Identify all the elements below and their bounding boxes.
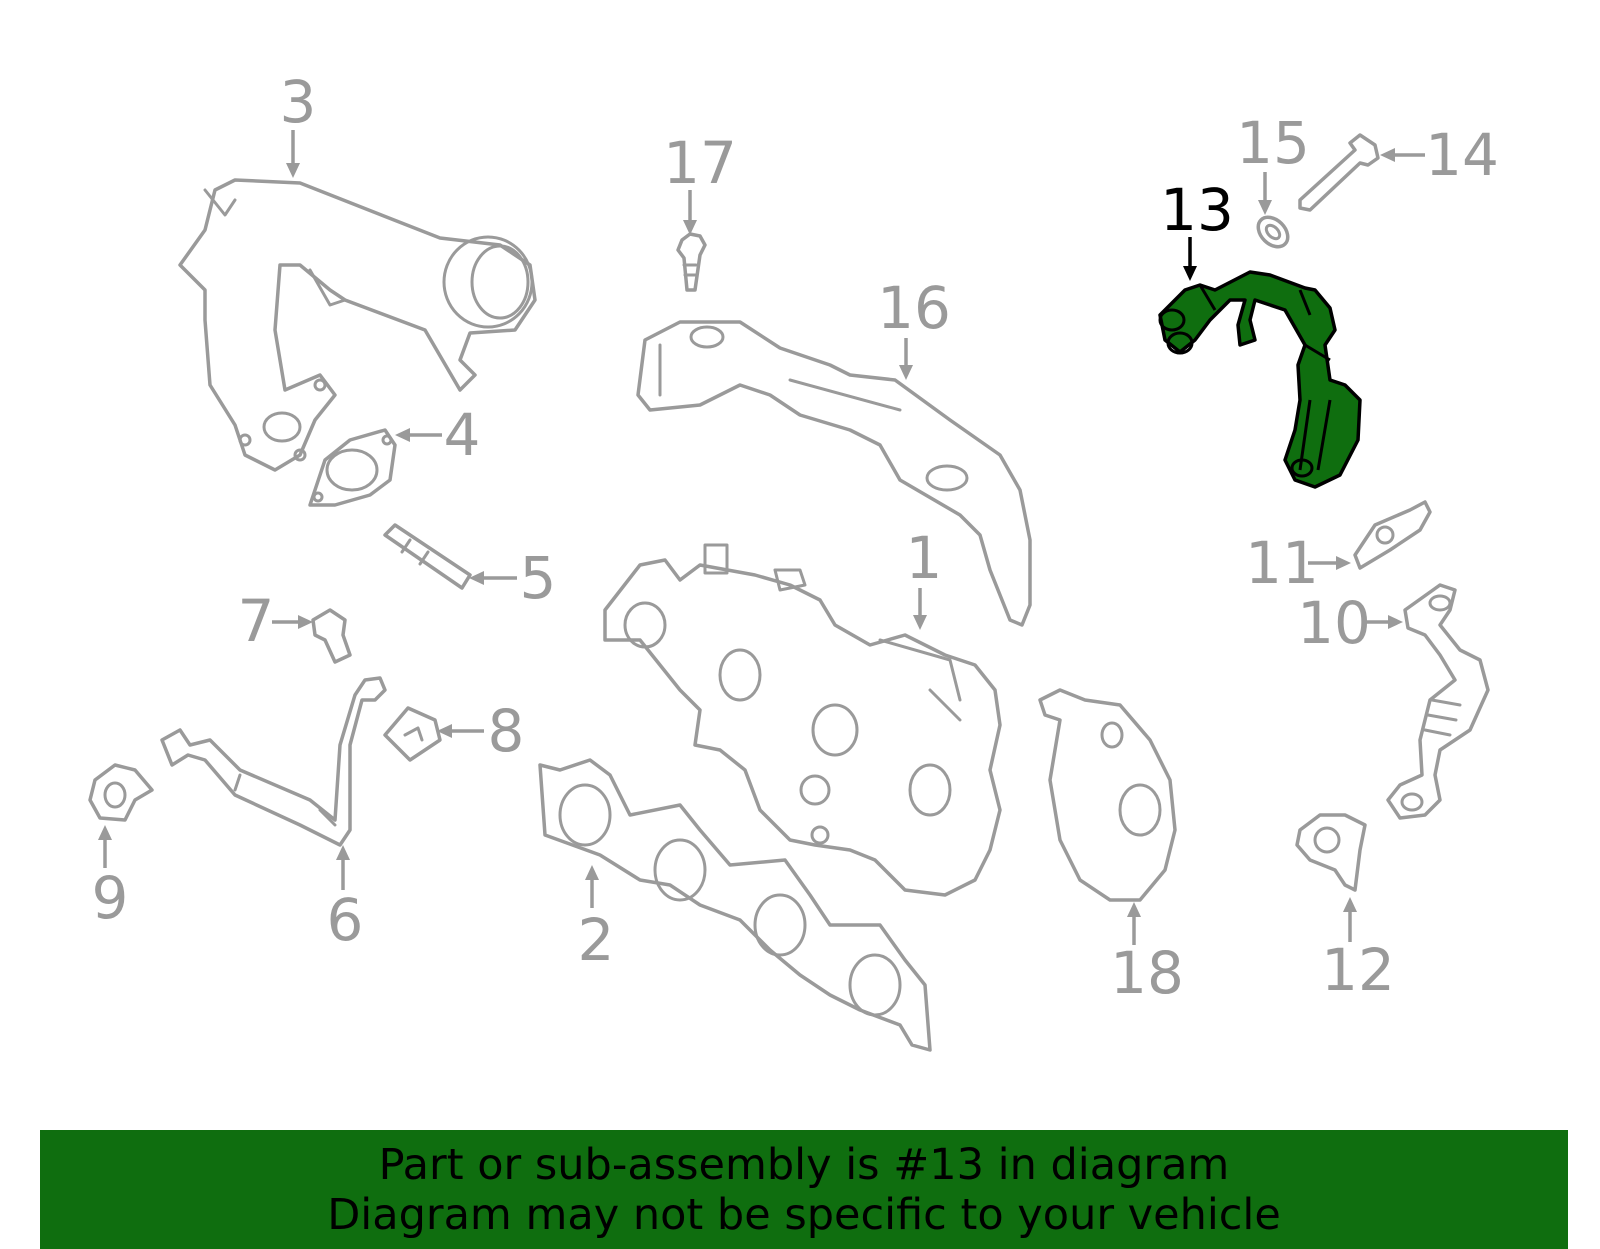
callout-10: 10 (1297, 589, 1371, 657)
callout-6: 6 (327, 886, 364, 954)
callout-1: 1 (906, 524, 943, 592)
callout-2: 2 (578, 906, 615, 974)
info-banner: Part or sub-assembly is #13 in diagram D… (40, 1130, 1568, 1249)
part-3-intake-pipe[interactable] (178, 178, 537, 472)
callout-4: 4 (444, 401, 481, 469)
callout-13-highlighted: 13 (1160, 176, 1234, 244)
part-18-heat-shield[interactable] (1038, 688, 1177, 902)
part-15-washer[interactable] (1252, 211, 1293, 252)
callout-18: 18 (1110, 939, 1184, 1007)
callout-16: 16 (877, 274, 951, 342)
part-12-gasket[interactable] (1295, 813, 1367, 892)
banner-line-2: Diagram may not be specific to your vehi… (327, 1190, 1281, 1240)
callout-15: 15 (1236, 109, 1310, 177)
callout-12: 12 (1321, 936, 1395, 1004)
part-5-stud[interactable] (383, 523, 472, 590)
banner-line-1: Part or sub-assembly is #13 in diagram (378, 1140, 1230, 1190)
part-2-manifold-gasket[interactable] (538, 758, 932, 1052)
part-9-bracket[interactable] (88, 763, 154, 822)
part-10-oil-pipe[interactable] (1386, 583, 1490, 820)
callout-17: 17 (663, 129, 737, 197)
part-14-bolt[interactable] (1298, 133, 1380, 212)
part-17-bolt[interactable] (676, 232, 707, 292)
part-8-clip[interactable] (383, 706, 442, 762)
callout-5: 5 (520, 544, 557, 612)
part-4-gasket[interactable] (308, 428, 397, 507)
part-11-gasket[interactable] (1353, 500, 1432, 570)
part-13-coolant-pipe-highlighted[interactable] (1158, 270, 1362, 489)
callout-arrows (98, 130, 1425, 945)
callout-9: 9 (92, 864, 129, 932)
callout-14: 14 (1425, 121, 1499, 189)
part-1-turbo-manifold[interactable] (603, 543, 1002, 897)
part-7-plug[interactable] (311, 608, 352, 664)
callout-labels: 3 4 5 7 8 9 6 17 16 1 2 18 14 15 11 10 1… (92, 68, 1499, 1007)
callout-8: 8 (488, 697, 525, 765)
callout-3: 3 (280, 68, 317, 136)
part-16-heat-shield[interactable] (636, 320, 1032, 627)
callout-11: 11 (1245, 529, 1319, 597)
callout-7: 7 (238, 587, 275, 655)
part-6-oil-hose[interactable] (160, 676, 387, 847)
